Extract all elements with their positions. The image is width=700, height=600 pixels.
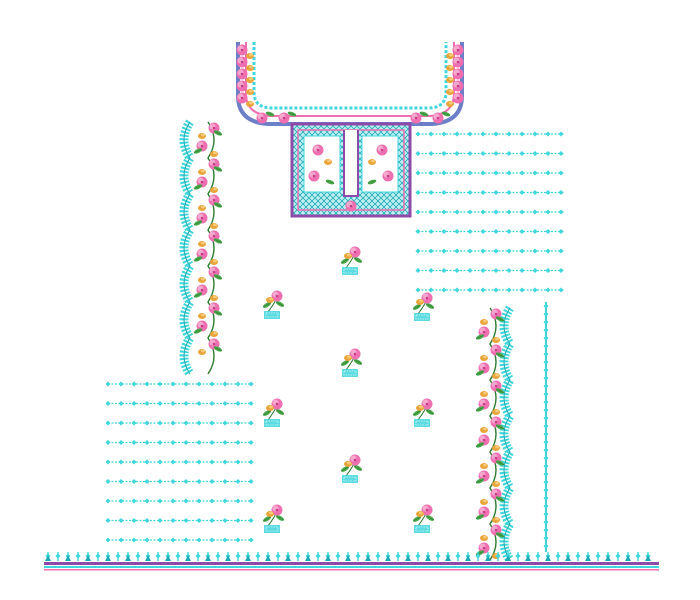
neckline-embroidery [236, 42, 464, 218]
vertical-border-line [543, 302, 549, 552]
left-floral-vine [179, 119, 224, 377]
left-stripe-panel [105, 381, 254, 543]
right-stripe-panel [415, 131, 565, 293]
scattered-floral-sprigs [262, 247, 435, 534]
neckline-flowers [236, 44, 464, 124]
right-floral-vine [474, 305, 516, 563]
bottom-fringe-border [44, 552, 659, 571]
